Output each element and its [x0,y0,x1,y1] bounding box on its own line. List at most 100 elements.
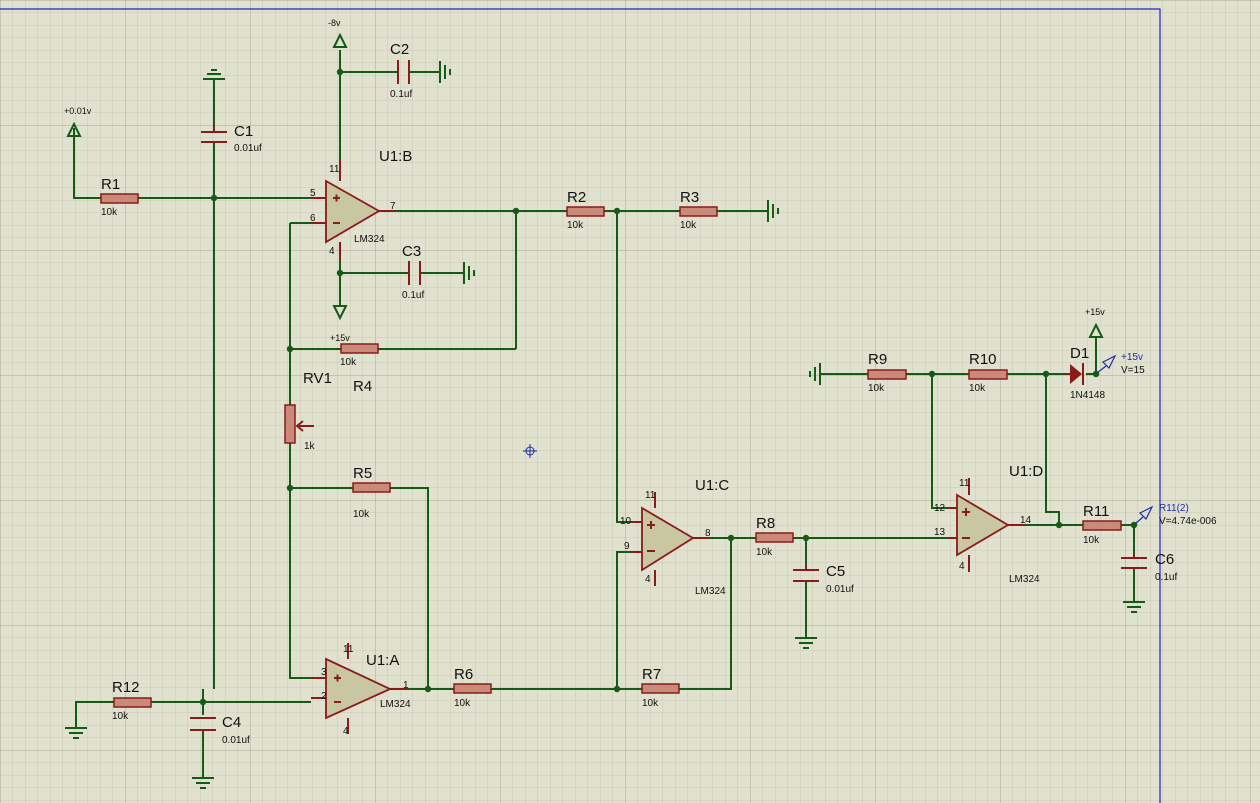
probe-r11-label: R11(2) [1159,503,1189,514]
resistor-r9[interactable]: R9 10k [867,351,907,394]
c1-ref: C1 [234,123,253,140]
capacitor-c3[interactable]: C3 0.1uf [402,243,424,301]
capacitor-c6[interactable]: C6 0.1uf [1121,551,1177,583]
ground-r9 [809,363,821,385]
resistor-r3[interactable]: R3 10k [679,189,718,231]
opamp-u1a[interactable]: U1:A LM324 3 2 1 11 4 [311,643,411,737]
resistor-r10[interactable]: R10 10k [968,351,1008,394]
u1d-pin-inp: 12 [934,503,946,514]
wires [73,50,1135,778]
potentiometer-rv1[interactable]: RV1 1k [284,370,332,452]
voltage-probe-d1[interactable]: +15v V=15 [1096,352,1145,376]
c5-ref: C5 [826,563,845,580]
capacitor-c1[interactable]: C1 0.01uf [201,123,262,154]
resistor-r4[interactable]: R4 10k [340,343,379,395]
u1b-pin-vcc: 11 [329,164,340,175]
r12-ref: R12 [112,679,140,696]
capacitor-c4[interactable]: C4 0.01uf [190,714,250,746]
r3-ref: R3 [680,189,699,206]
opamp-u1c[interactable]: U1:C LM324 10 9 8 11 4 [620,477,729,597]
r10-value: 10k [969,383,986,394]
u1a-pin-inn: 2 [321,691,327,702]
resistor-r12[interactable]: R12 10k [112,679,152,722]
r4-value: 10k [340,357,357,368]
resistor-r8[interactable]: R8 10k [755,515,794,558]
capacitor-c2[interactable]: C2 0.1uf [390,41,412,100]
resistor-r6[interactable]: R6 10k [453,666,492,709]
r7-ref: R7 [642,666,661,683]
u1d-ref: U1:D [1009,463,1043,480]
u1b-ref: U1:B [379,148,412,165]
opamp-u1d[interactable]: U1:D LM324 12 13 14 11 4 [934,463,1043,585]
u1d-pin-out: 14 [1020,515,1032,526]
terminal-neg-supply[interactable]: -8v [328,18,348,48]
u1c-pin-vcc: 11 [645,490,656,501]
u1c-ref: U1:C [695,477,729,494]
r12-value: 10k [112,711,129,722]
u1b-pin-inn: 6 [310,213,316,224]
terminal-neg-label: -8v [328,18,341,28]
rv1-ref: RV1 [303,370,332,387]
u1c-value: LM324 [695,586,726,597]
probe-d1-label: +15v [1121,352,1143,363]
ground-c4 [192,777,214,789]
opamp-u1b[interactable]: U1:B LM324 5 6 7 11 4 [310,148,412,260]
probe-d1-reading: V=15 [1121,365,1145,376]
capacitor-c5[interactable]: C5 0.01uf [793,563,854,595]
terminal-pos-supply-b[interactable]: +15v [330,305,350,343]
ground-c1 [203,69,225,82]
u1a-pin-inp: 3 [321,667,327,678]
u1a-pin-vcc: 11 [343,644,354,655]
resistor-r11[interactable]: R11 10k [1082,503,1122,546]
r5-ref: R5 [353,465,372,482]
junctions [199,68,1138,706]
diode-d1[interactable]: D1 1N4148 [1066,345,1105,401]
rv1-value: 1k [304,441,316,452]
terminal-vin[interactable]: +0.01v [64,106,92,137]
c6-ref: C6 [1155,551,1174,568]
r8-value: 10k [756,547,773,558]
u1a-pin-vee: 4 [343,726,349,737]
r6-ref: R6 [454,666,473,683]
ground-c5 [795,637,817,649]
c2-value: 0.1uf [390,89,412,100]
r10-ref: R10 [969,351,997,368]
resistor-r7[interactable]: R7 10k [641,666,680,709]
u1d-pin-vcc: 11 [959,478,970,489]
d1-ref: D1 [1070,345,1089,362]
u1d-value: LM324 [1009,574,1040,585]
c5-value: 0.01uf [826,584,854,595]
r5-value: 10k [353,509,370,520]
terminal-pos-d-label: +15v [1085,307,1105,317]
r8-ref: R8 [756,515,775,532]
u1c-pin-inp: 10 [620,516,632,527]
c3-value: 0.1uf [402,290,424,301]
ground-c2 [439,61,451,83]
c4-ref: C4 [222,714,241,731]
u1d-pin-vee: 4 [959,561,965,572]
u1b-pin-vee: 4 [329,246,335,257]
ground-symbols [65,61,1145,789]
c4-value: 0.01uf [222,735,250,746]
ground-c6 [1123,601,1145,613]
ground-r12 [65,727,87,739]
c2-ref: C2 [390,41,409,58]
resistor-r1[interactable]: R1 10k [100,176,139,218]
u1a-pin-out: 1 [403,680,409,691]
r1-value: 10k [101,207,118,218]
terminal-pos-supply-d[interactable]: +15v [1085,307,1105,338]
resistor-r2[interactable]: R2 10k [566,189,605,231]
c1-value: 0.01uf [234,143,262,154]
r1-ref: R1 [101,176,120,193]
u1a-value: LM324 [380,699,411,710]
terminal-pos-b-label: +15v [330,333,350,343]
r11-ref: R11 [1083,503,1109,520]
u1b-pin-out: 7 [390,201,396,212]
r11-value: 10k [1083,535,1100,546]
voltage-probe-r11[interactable]: R11(2) V=4.74e-006 [1134,503,1217,527]
r4-ref: R4 [353,378,372,395]
r2-ref: R2 [567,189,586,206]
resistor-r5[interactable]: R5 10k [352,465,391,520]
